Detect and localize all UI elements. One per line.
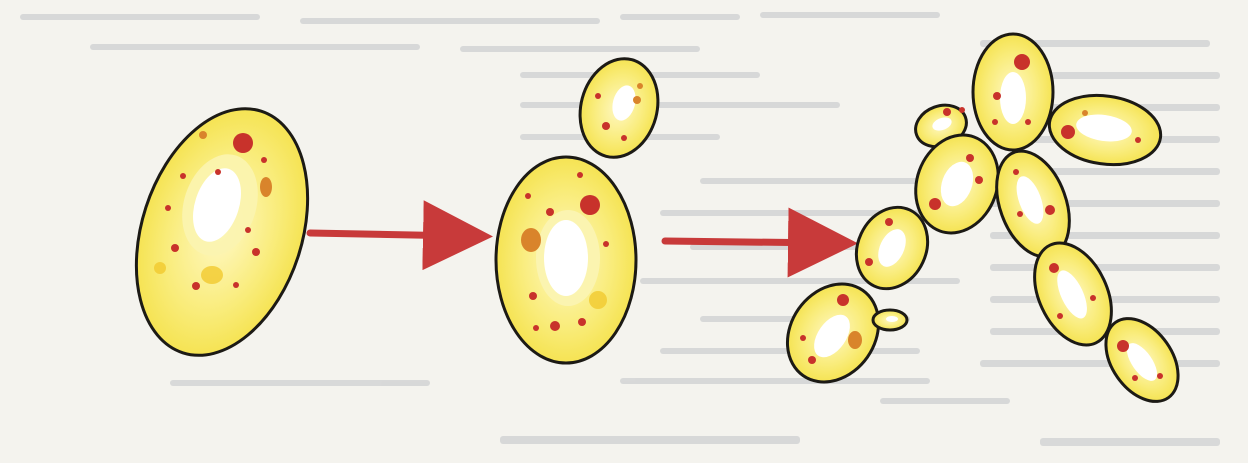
arrow-2: [665, 241, 830, 243]
budding-cell: [496, 50, 669, 363]
single-cell: [107, 86, 338, 377]
arrow-1: [310, 233, 465, 236]
vacuole: [544, 220, 588, 296]
cell-chain: [769, 34, 1193, 415]
